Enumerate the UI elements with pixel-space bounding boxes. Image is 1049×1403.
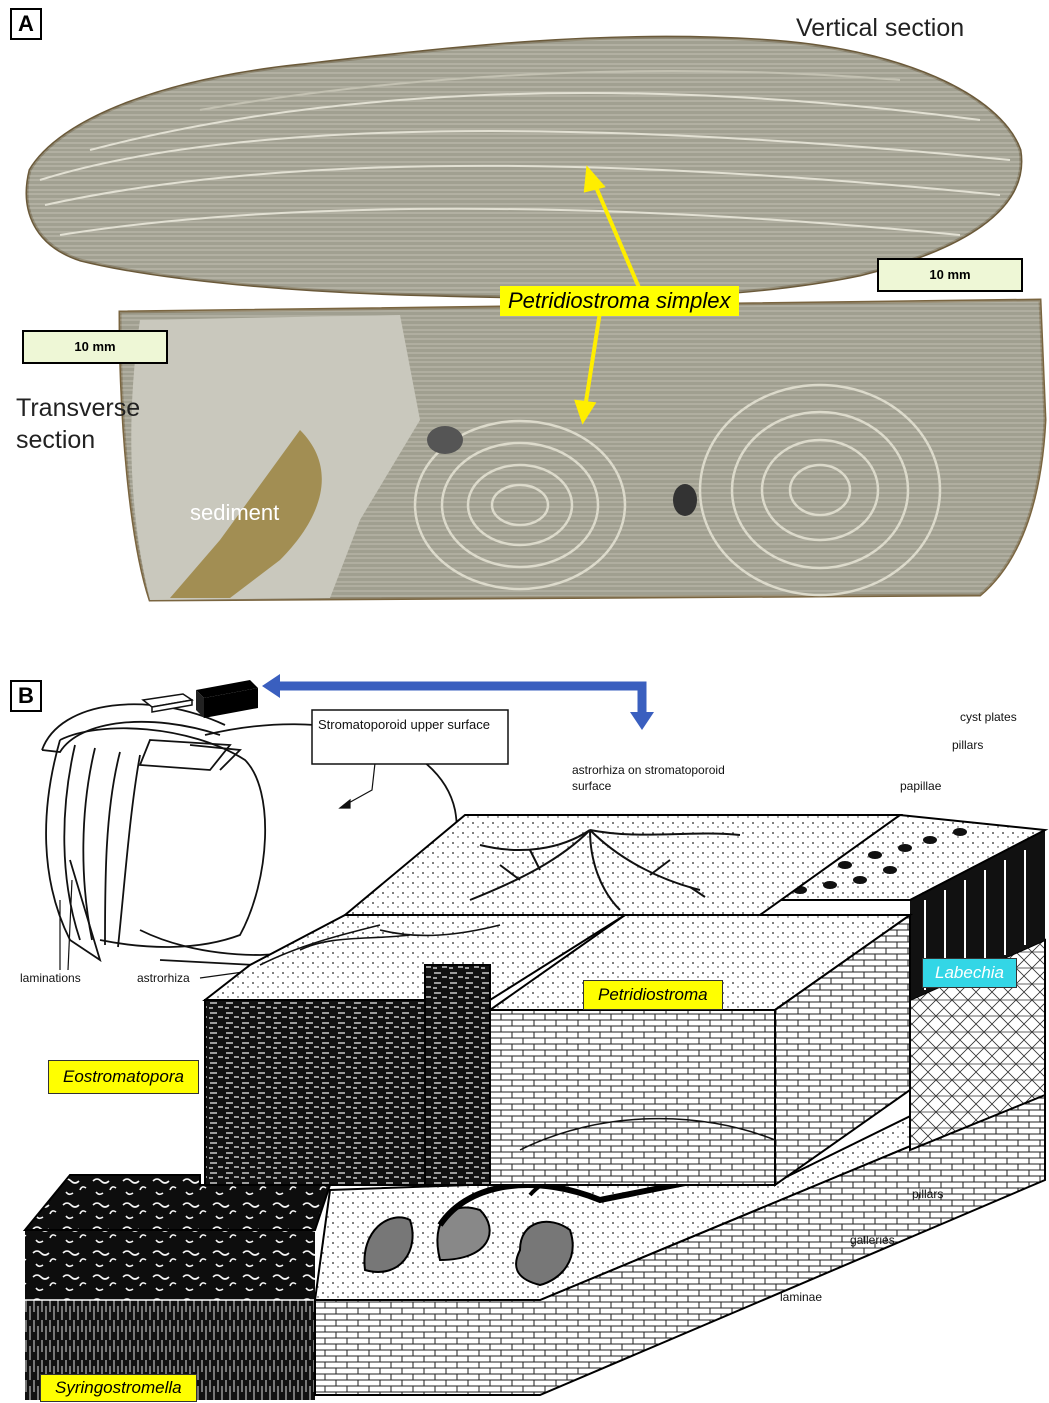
vertical-section-specimen [27,37,1021,297]
astrorhiza-label: astrorhiza [137,971,190,985]
pillars-bottom-label: pillars [912,1187,943,1201]
papillae-label: papillae [900,779,941,793]
laminae-label: laminae [780,1290,822,1304]
transverse-section-label: Transverse section [16,392,140,456]
petridiostroma-label: Petridiostroma [583,980,723,1010]
species-label: Petridiostroma simplex [500,286,739,316]
syringostromella-block [25,1175,330,1400]
scale-bar-top: 10 mm [877,258,1023,292]
syringostromella-label: Syringostromella [40,1374,197,1402]
astrorhiza-surface-label: astrorhiza on stromatoporoid surface [572,762,742,794]
pillars-top-label: pillars [952,738,983,752]
sketch-blocks [143,680,258,718]
transverse-section-specimen [120,300,1045,600]
galleries-label: galleries [850,1233,895,1247]
eostromatopora-label: Eostromatopora [48,1060,199,1094]
cyst-plates-label: cyst plates [960,710,1017,724]
labechia-label: Labechia [922,958,1017,988]
sediment-label: sediment [190,500,279,526]
vertical-section-label: Vertical section [796,14,964,43]
scale-bar-left: 10 mm [22,330,168,364]
callout-text: Stromatoporoid upper surface [318,716,504,733]
panel-a-letter: A [10,8,42,40]
laminations-label: laminations [20,971,81,985]
panel-b-letter: B [10,680,42,712]
